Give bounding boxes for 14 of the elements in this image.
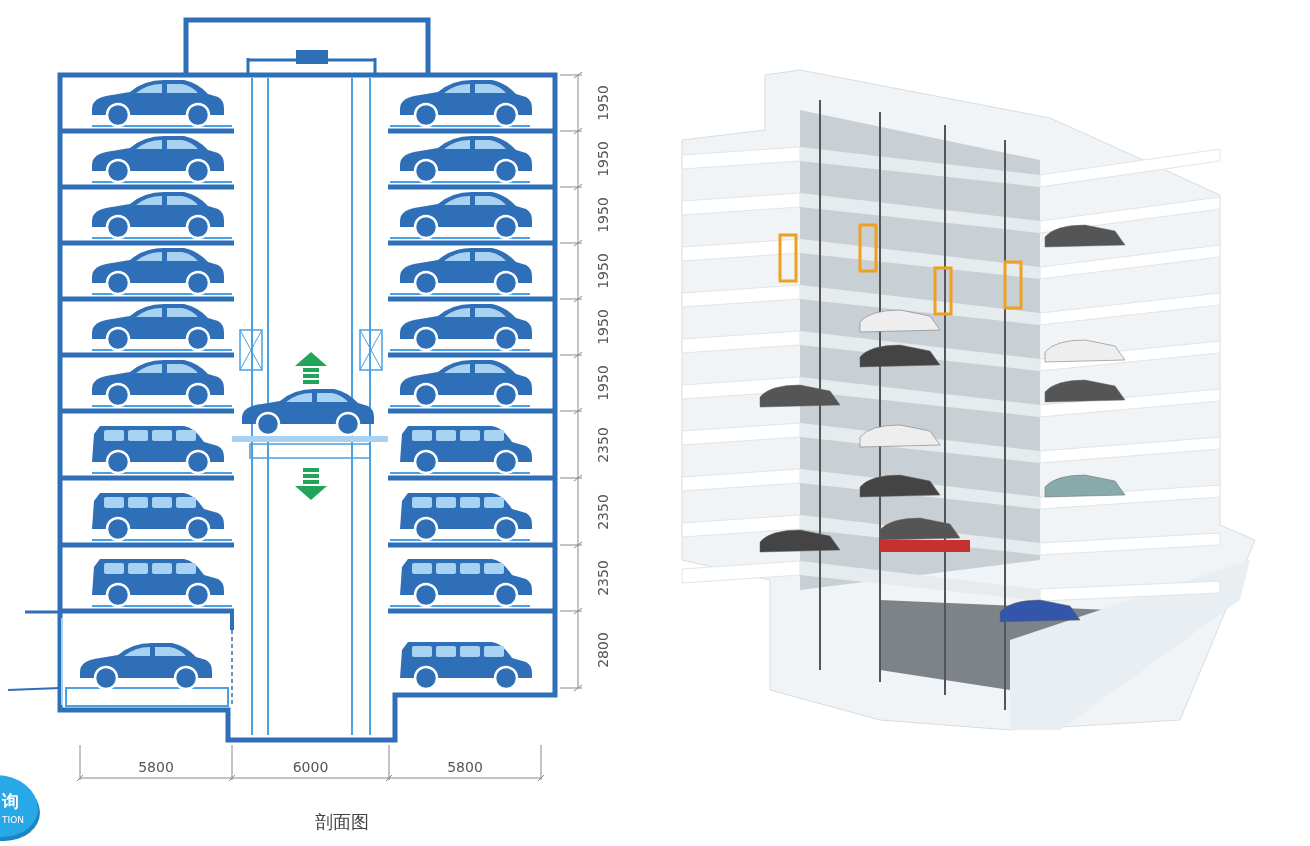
dimension-label: 6000 (292, 759, 329, 775)
dimension-label: 1950 (595, 365, 611, 401)
dimension-label: 5800 (138, 759, 174, 775)
dimension-label: 2350 (595, 560, 611, 596)
dimension-label: 1950 (595, 309, 611, 345)
dimension-label: 1950 (595, 85, 611, 121)
dimension-label: 1950 (595, 253, 611, 289)
dimension-label: 2350 (595, 493, 611, 530)
dimension-label: 2350 (595, 426, 611, 463)
dimension-label: 1950 (595, 141, 611, 177)
dimension-label: 2800 (595, 631, 611, 668)
dimension-label: 1950 (595, 197, 611, 233)
caption: 剖面图 (315, 814, 369, 830)
dimension-label: 5800 (447, 759, 483, 775)
